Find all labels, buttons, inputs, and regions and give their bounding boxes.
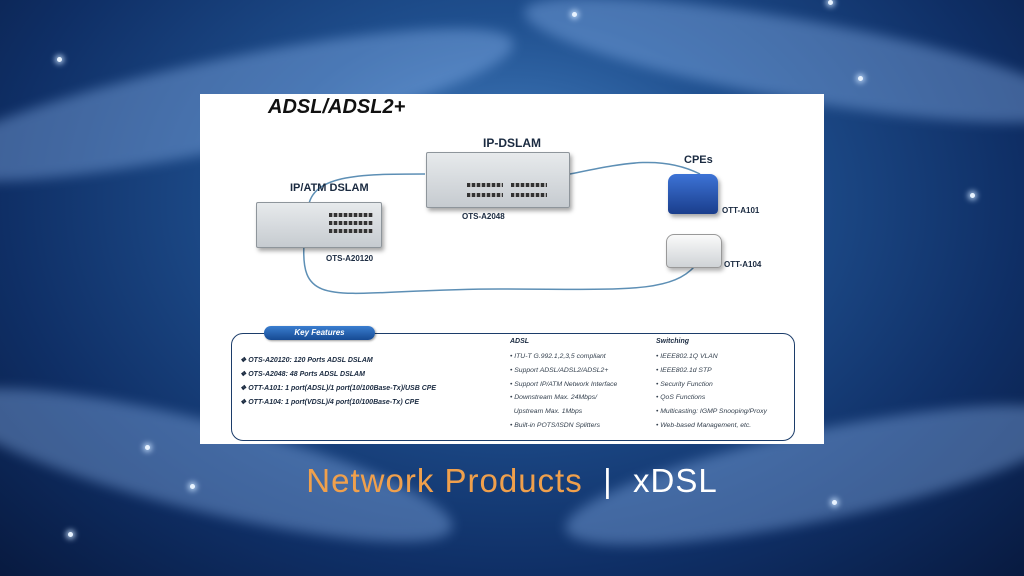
star <box>832 500 837 505</box>
product-slide: ADSL/ADSL2+ IP-DSLAM OTS-A2048 IP/ATM DS… <box>200 94 824 444</box>
key-features-box <box>231 333 795 441</box>
feature-item: ❖ OTT-A101: 1 port(ADSL)/1 port(10/100Ba… <box>240 385 437 392</box>
switching-item: • QoS Functions <box>656 394 706 402</box>
cpe-model-1: OTT-A101 <box>722 206 760 215</box>
feature-item: ❖ OTS-A20120: 120 Ports ADSL DSLAM <box>240 357 373 364</box>
star <box>190 484 195 489</box>
adsl-item: • Support IP/ATM Network Interface <box>510 380 618 388</box>
cpes-label: CPEs <box>684 154 713 166</box>
connection-lines <box>303 161 701 295</box>
key-features-label: Key Features <box>264 326 375 340</box>
switching-column: Switching • IEEE802.1Q VLAN • IEEE802.1d… <box>656 338 767 436</box>
adsl-item: • Downstream Max. 24Mbps/ <box>510 394 597 402</box>
switching-item: • IEEE802.1Q VLAN <box>656 353 718 360</box>
ip-dslam-label: IP-DSLAM <box>483 136 541 150</box>
caption-network-products: Network Products <box>306 462 583 499</box>
star <box>572 12 577 17</box>
ipatm-dslam-label: IP/ATM DSLAM <box>290 182 369 194</box>
cpe-blue-device <box>668 174 718 214</box>
adsl-title: ADSL <box>510 338 530 345</box>
adsl-item: • Built-in POTS/ISDN Splitters <box>510 421 601 429</box>
switching-item: • Security Function <box>656 380 713 388</box>
adsl-item: • Support ADSL/ADSL2/ADSL2+ <box>510 366 609 374</box>
switching-title: Switching <box>656 338 690 345</box>
cpe-white-device <box>666 234 722 268</box>
star <box>145 445 150 450</box>
adsl-item: Upstream Max. 1Mbps <box>510 408 583 416</box>
caption-xdsl: xDSL <box>633 462 718 499</box>
ipatm-dslam-device <box>256 202 382 248</box>
star <box>858 76 863 81</box>
switching-item: • IEEE802.1d STP <box>656 366 712 374</box>
switching-item: • Multicasting: IGMP Snooping/Proxy <box>656 408 767 416</box>
ip-dslam-device <box>426 152 570 208</box>
cpe-model-2: OTT-A104 <box>724 260 762 269</box>
caption: Network Products | xDSL <box>0 462 1024 500</box>
switching-item: • Web-based Management, etc. <box>656 421 752 429</box>
slide-title: ADSL/ADSL2+ <box>268 96 406 118</box>
star <box>68 532 73 537</box>
adsl-item: • ITU-T G.992.1,2,3,5 compliant <box>510 353 606 360</box>
feature-item: ❖ OTT-A104: 1 port(VDSL)/4 port(10/100Ba… <box>240 399 419 406</box>
ipatm-dslam-model: OTS-A20120 <box>326 254 374 263</box>
ip-dslam-model: OTS-A2048 <box>462 212 505 221</box>
star <box>57 57 62 62</box>
feature-item: ❖ OTS-A2048: 48 Ports ADSL DSLAM <box>240 371 365 378</box>
adsl-column: ADSL • ITU-T G.992.1,2,3,5 compliant • S… <box>510 338 617 436</box>
caption-separator: | <box>603 462 613 499</box>
star <box>828 0 833 5</box>
star <box>970 193 975 198</box>
feature-list: ❖ OTS-A20120: 120 Ports ADSL DSLAM ❖ OTS… <box>240 356 436 412</box>
